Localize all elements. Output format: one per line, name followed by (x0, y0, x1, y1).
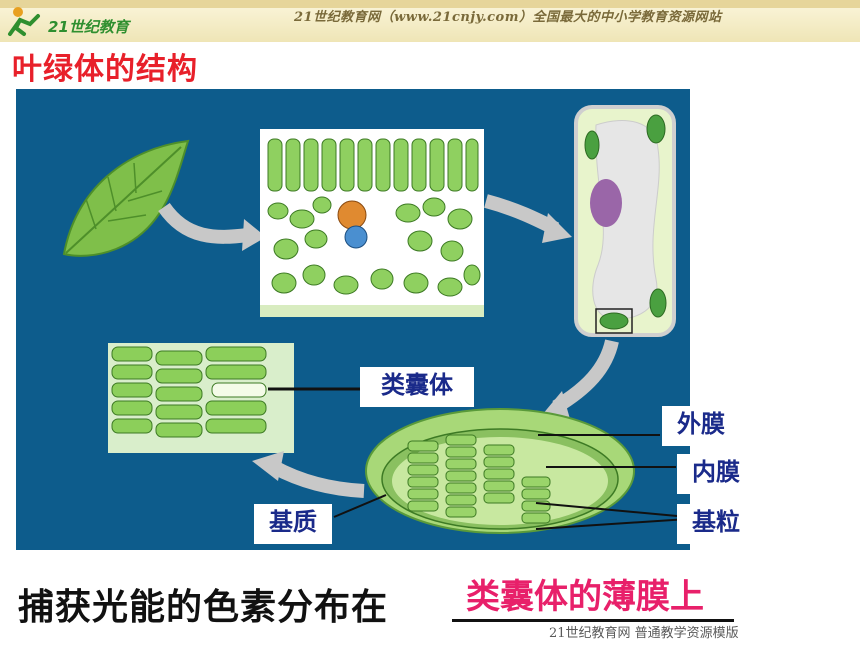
site-banner: 21世纪教育网（www.21cnjy.com）全国最大的中小学教育资源网站 (294, 10, 722, 25)
question-answer: 类囊体的薄膜上 (466, 577, 704, 617)
leaf-illustration (62, 139, 190, 257)
header-bar: 21世纪教育 21世纪教育网（www.21cnjy.com）全国最大的中小学教育… (0, 0, 860, 42)
arrow-cell-to-chloroplast (552, 339, 619, 414)
chloroplast-diagram (62, 105, 689, 534)
site-logo[interactable]: 21世纪教育 (4, 4, 154, 40)
arrow-chloroplast-to-zoom (270, 460, 365, 498)
plant-cell-image (574, 105, 676, 337)
header-stripe (0, 0, 860, 8)
leaf-tissue-image (260, 129, 484, 317)
footer-text: 21世纪教育网 普通教学资源模版 (549, 626, 739, 641)
answer-blank-line (452, 619, 734, 622)
arrow-leaf-to-tissue (158, 202, 249, 244)
chloroplast-image (365, 408, 635, 534)
logo-text: 21世纪教育 (48, 18, 129, 36)
label-grana: 基粒 (677, 504, 755, 544)
label-stroma: 基质 (254, 504, 332, 544)
label-outer-membrane: 外膜 (662, 406, 740, 446)
label-inner-membrane: 内膜 (677, 454, 755, 494)
question-prefix: 捕获光能的色素分布在 (18, 587, 389, 628)
page-title: 叶绿体的结构 (12, 52, 198, 87)
diagram-panel (16, 89, 690, 550)
label-thylakoid: 类囊体 (360, 367, 474, 407)
arrow-tissue-to-cell (484, 194, 560, 236)
thylakoid-zoom-image (108, 343, 294, 453)
runner-logo-icon (8, 7, 40, 36)
